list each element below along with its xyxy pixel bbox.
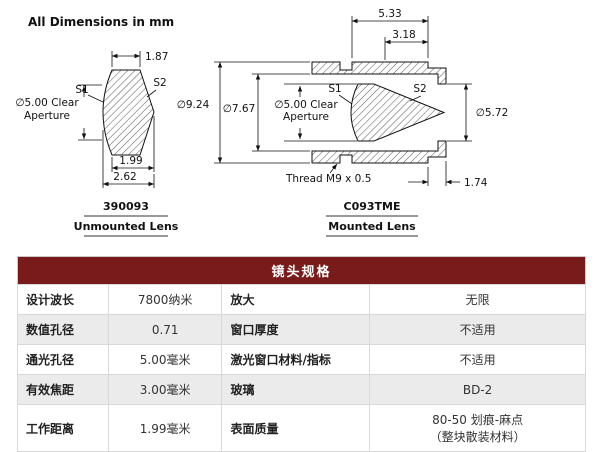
s2-label-mounted: S2	[413, 83, 426, 95]
clear-aperture-right-line2: Aperture	[283, 111, 329, 123]
dia-572-label: ∅5.72	[476, 107, 509, 119]
lens-spec-page: All Dimensions in mm 1.87 S1 S2	[15, 8, 586, 452]
spec-value: 1.99毫米	[107, 404, 223, 452]
mounted-lens-caption-group: C093TME Mounted Lens	[326, 200, 418, 237]
spec-value: 无限	[369, 284, 586, 315]
unmounted-part-number: 390093	[103, 200, 149, 213]
spec-label: 工作距离	[17, 404, 109, 452]
spec-label: 表面质量	[221, 404, 371, 452]
spec-label: 窗口厚度	[221, 314, 371, 345]
table-row: 工作距离 1.99毫米 表面质量 80-50 划痕-麻点 （整块散装材料）	[17, 404, 586, 452]
mounted-lens-shape	[350, 83, 446, 142]
dia-767-label: ∅7.67	[223, 103, 256, 115]
table-title: 镜头规格	[17, 256, 586, 285]
dim-199-label: 1.99	[119, 155, 142, 167]
thread-callout-group: Thread M9 x 0.5	[285, 163, 371, 185]
spec-value: BD-2	[369, 374, 586, 405]
unmounted-caption: Unmounted Lens	[74, 220, 179, 233]
dim-533-group: 5.33	[351, 8, 429, 58]
spec-label: 通光孔径	[17, 344, 109, 375]
dimensions-note: All Dimensions in mm	[28, 15, 174, 29]
spec-label: 激光窗口材料/指标	[221, 344, 371, 375]
dim-174-group: 1.74	[408, 161, 488, 189]
spec-value: 3.00毫米	[107, 374, 223, 405]
table-row: 有效焦距 3.00毫米 玻璃 BD-2	[17, 374, 586, 405]
dim-533-label: 5.33	[378, 8, 401, 20]
dim-318-group: 3.18	[384, 29, 428, 60]
spec-value: 80-50 划痕-麻点 （整块散装材料）	[369, 404, 586, 452]
dim-924-group: ∅9.24	[177, 61, 310, 164]
dim-199-group: 1.99	[111, 116, 155, 172]
dia-924-label: ∅9.24	[177, 99, 210, 111]
spec-label: 数值孔径	[17, 314, 109, 345]
table-row: 数值孔径 0.71 窗口厚度 不适用	[17, 314, 586, 345]
clear-aperture-left-group: ∅5.00 Clear Aperture	[15, 84, 102, 141]
clear-aperture-right-group: ∅5.00 Clear Aperture	[274, 83, 357, 142]
mount-top-wall	[311, 61, 447, 85]
clear-aperture-right-line1: ∅5.00 Clear	[274, 99, 338, 111]
unmounted-lens-drawing: 1.87 S1 S2 ∅5.00 Clear Aperture	[15, 51, 179, 237]
dim-318-label: 3.18	[392, 29, 415, 41]
dim-767-group: ∅7.67	[223, 73, 310, 152]
spec-value: 5.00毫米	[107, 344, 223, 375]
clear-aperture-left-line2: Aperture	[24, 110, 70, 122]
spec-value: 0.71	[107, 314, 223, 345]
mount-bottom-wall	[311, 140, 447, 164]
spec-table: 镜头规格 设计波长 7800纳米 放大 无限 数值孔径 0.71 窗口厚度 不适…	[17, 256, 586, 452]
dim-572-group: ∅5.72	[447, 83, 509, 142]
dim-262-label: 2.62	[113, 171, 136, 183]
s1-label: S1	[75, 84, 88, 96]
clear-aperture-left-line1: ∅5.00 Clear	[15, 97, 79, 109]
mounted-lens-drawing: 5.33 3.18 ∅9.24	[177, 8, 509, 237]
surface-labels-right: S1 S2	[328, 83, 427, 105]
table-row: 设计波长 7800纳米 放大 无限	[17, 284, 586, 315]
technical-drawing: All Dimensions in mm 1.87 S1 S2	[15, 8, 509, 237]
s1-label-mounted: S1	[328, 83, 341, 95]
spec-value: 不适用	[369, 314, 586, 345]
spec-label: 有效焦距	[17, 374, 109, 405]
dim-187-group: 1.87	[111, 51, 168, 67]
lens-drawing-svg: All Dimensions in mm 1.87 S1 S2	[15, 8, 509, 237]
table-row: 通光孔径 5.00毫米 激光窗口材料/指标 不适用	[17, 344, 586, 375]
unmounted-lens-shape	[102, 69, 155, 156]
unmounted-lens-caption-group: 390093 Unmounted Lens	[74, 200, 179, 237]
spec-label: 玻璃	[221, 374, 371, 405]
dim-187-label: 1.87	[145, 51, 168, 63]
spec-value: 7800纳米	[107, 284, 223, 315]
spec-label: 放大	[221, 284, 371, 315]
thread-label: Thread M9 x 0.5	[285, 173, 371, 185]
spec-table-section: 镜头规格 设计波长 7800纳米 放大 无限 数值孔径 0.71 窗口厚度 不适…	[0, 248, 603, 452]
dim-174-label: 1.74	[464, 177, 488, 189]
table-header-row: 镜头规格	[17, 256, 586, 285]
mounted-caption: Mounted Lens	[328, 220, 416, 233]
spec-value: 不适用	[369, 344, 586, 375]
s2-label: S2	[153, 77, 166, 89]
spec-label: 设计波长	[17, 284, 109, 315]
dim-262-group: 2.62	[102, 130, 155, 188]
mounted-part-number: C093TME	[344, 200, 401, 213]
